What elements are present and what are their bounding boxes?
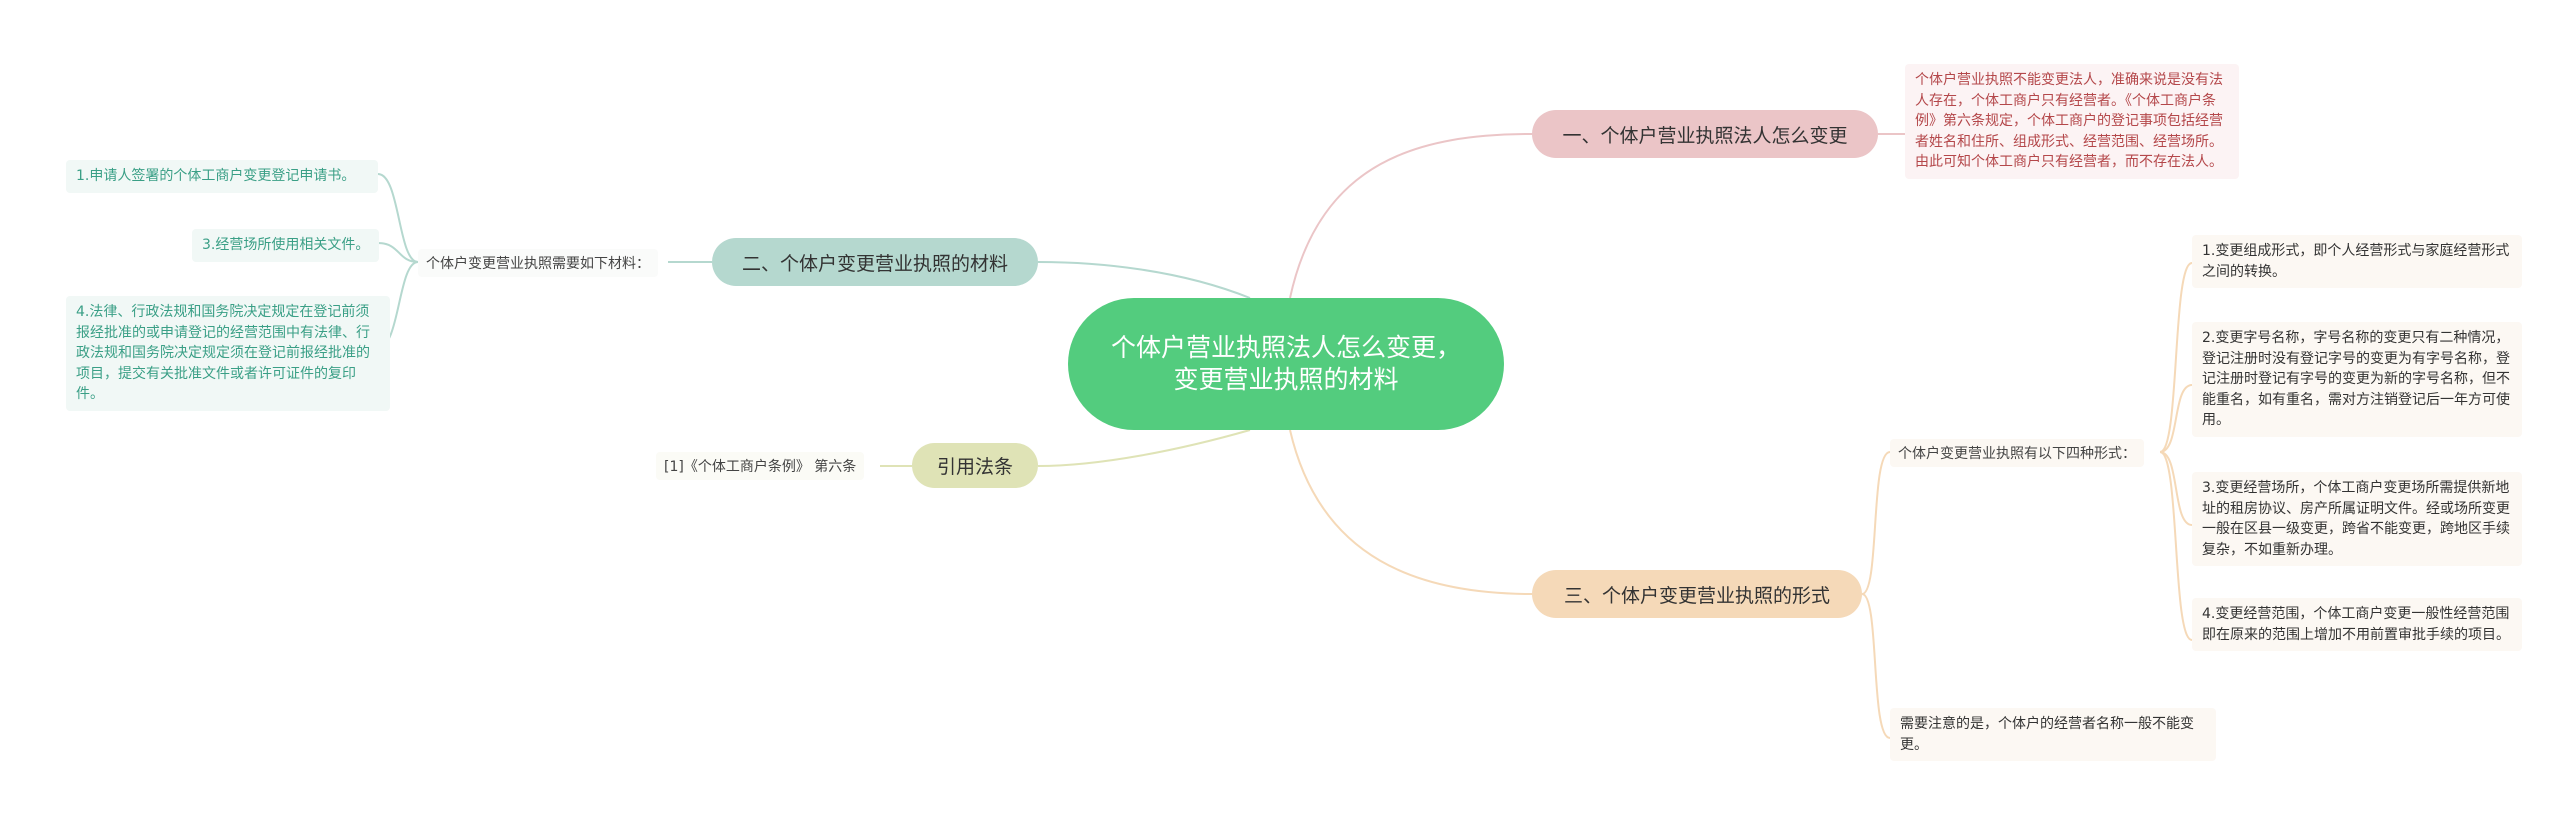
central-topic-label: 个体户营业执照法人怎么变更，变更营业执照的材料 [1110,333,1461,394]
branch-three-sub[interactable]: 个体户变更营业执照有以下四种形式： [1890,439,2144,467]
branch-one-leaf[interactable]: 个体户营业执照不能变更法人，准确来说是没有法人存在，个体工商户只有经营者。《个体… [1905,64,2239,179]
branch-three-note-text: 需要注意的是，个体户的经营者名称一般不能变更。 [1900,716,2194,753]
link-center-branch-two [1037,261,1251,299]
link-two-leaf-2 [377,242,419,263]
branch-two-leaf-2-text: 3.经营场所使用相关文件。 [202,237,370,253]
branch-one-leaf-text: 个体户营业执照不能变更法人，准确来说是没有法人存在，个体工商户只有经营者。《个体… [1915,72,2223,170]
branch-three-leaf-2-text: 2.变更字号名称，字号名称的变更只有二种情况，登记注册时没有登记字号的变更为有字… [2202,330,2510,428]
branch-four-leaf-text: [1]《个体工商户条例》 第六条 [664,459,857,475]
link-three-note [1861,593,1891,739]
branch-two-leaf-3[interactable]: 4.法律、行政法规和国务院决定规定在登记前须报经批准的或申请登记的经营范围中有法… [66,296,390,411]
branch-four-leaf[interactable]: [1]《个体工商户条例》 第六条 [656,452,865,480]
branch-three-sub-text: 个体户变更营业执照有以下四种形式： [1898,446,2136,462]
branch-three-leaf-2[interactable]: 2.变更字号名称，字号名称的变更只有二种情况，登记注册时没有登记字号的变更为有字… [2192,322,2522,437]
branch-three-label: 三、个体户变更营业执照的形式 [1563,584,1830,607]
link-three-leaf-1 [2159,262,2193,453]
branch-two-leaf-2[interactable]: 3.经营场所使用相关文件。 [192,229,380,262]
branch-four-label: 引用法条 [936,456,1013,478]
link-center-branch-one [1289,133,1533,299]
link-three-leaf-2 [2159,384,2193,453]
branch-two-leaf-3-text: 4.法律、行政法规和国务院决定规定在登记前须报经批准的或申请登记的经营范围中有法… [76,304,370,402]
branch-three-leaf-4[interactable]: 4.变更经营范围，个体工商户变更一般性经营范围即在原来的范围上增加不用前置审批手… [2192,598,2522,651]
branch-three-leaf-4-text: 4.变更经营范围，个体工商户变更一般性经营范围即在原来的范围上增加不用前置审批手… [2202,606,2510,643]
branch-three[interactable]: 三、个体户变更营业执照的形式 [1532,570,1862,618]
branch-one-label: 一、个体户营业执照法人怎么变更 [1562,124,1848,147]
link-two-leaf-1 [377,173,419,263]
link-three-leaf-3 [2159,451,2193,526]
branch-four[interactable]: 引用法条 [912,443,1038,488]
branch-three-leaf-3[interactable]: 3.变更经营场所，个体工商户变更场所需提供新地址的租房协议、房产所属证明文件。经… [2192,472,2522,566]
link-three-sub [1861,451,1891,595]
branch-three-leaf-1-text: 1.变更组成形式，即个人经营形式与家庭经营形式之间的转换。 [2202,243,2510,280]
branch-two-label: 二、个体户变更营业执照的材料 [741,252,1008,275]
branch-two-sub[interactable]: 个体户变更营业执照需要如下材料： [418,249,658,277]
link-center-branch-four [1037,429,1251,467]
link-three-leaf-4 [2159,451,2193,641]
central-topic[interactable]: 个体户营业执照法人怎么变更，变更营业执照的材料 [1068,298,1504,430]
branch-three-leaf-1[interactable]: 1.变更组成形式，即个人经营形式与家庭经营形式之间的转换。 [2192,235,2522,288]
link-center-branch-three [1289,429,1533,595]
branch-three-leaf-3-text: 3.变更经营场所，个体工商户变更场所需提供新地址的租房协议、房产所属证明文件。经… [2202,480,2510,558]
branch-two[interactable]: 二、个体户变更营业执照的材料 [712,238,1038,286]
branch-one[interactable]: 一、个体户营业执照法人怎么变更 [1532,110,1878,158]
branch-three-note[interactable]: 需要注意的是，个体户的经营者名称一般不能变更。 [1890,708,2216,761]
branch-two-leaf-1-text: 1.申请人签署的个体工商户变更登记申请书。 [76,168,356,184]
branch-two-sub-text: 个体户变更营业执照需要如下材料： [426,256,650,272]
branch-two-leaf-1[interactable]: 1.申请人签署的个体工商户变更登记申请书。 [66,160,378,193]
